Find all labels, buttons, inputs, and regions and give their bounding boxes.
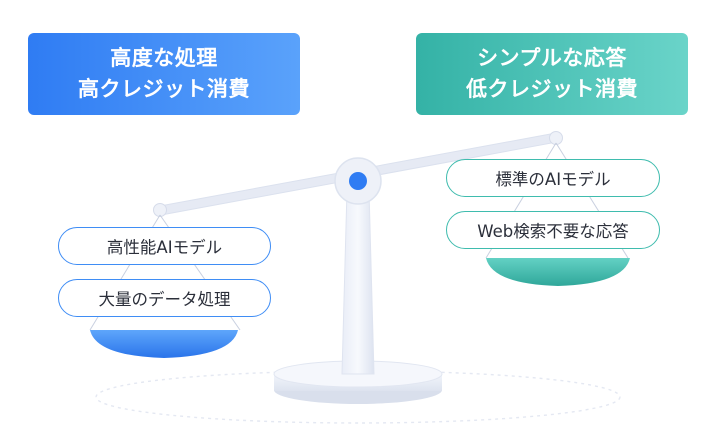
pivot-dot <box>349 172 367 190</box>
high-performance-model-pill: 高性能AIモデル <box>58 227 271 265</box>
large-data-processing-pill: 大量のデータ処理 <box>58 279 271 317</box>
low-cost-banner: シンプルな応答 低クレジット消費 <box>416 33 688 115</box>
scale-pillar <box>341 189 375 375</box>
high-cost-banner: 高度な処理 高クレジット消費 <box>28 33 300 115</box>
left-pan-dish <box>90 330 238 358</box>
no-web-search-pill: Web検索不要な応答 <box>446 211 660 249</box>
right-pan-dish <box>486 258 630 286</box>
high-cost-banner-line2: 高クレジット消費 <box>78 77 250 101</box>
beam-left-end-knob <box>153 203 167 217</box>
high-cost-banner-line1: 高度な処理 <box>110 46 218 70</box>
beam-right-end-knob <box>549 131 563 145</box>
low-cost-banner-line1: シンプルな応答 <box>477 46 627 70</box>
standard-model-pill: 標準のAIモデル <box>446 159 660 197</box>
low-cost-banner-line2: 低クレジット消費 <box>466 77 638 101</box>
